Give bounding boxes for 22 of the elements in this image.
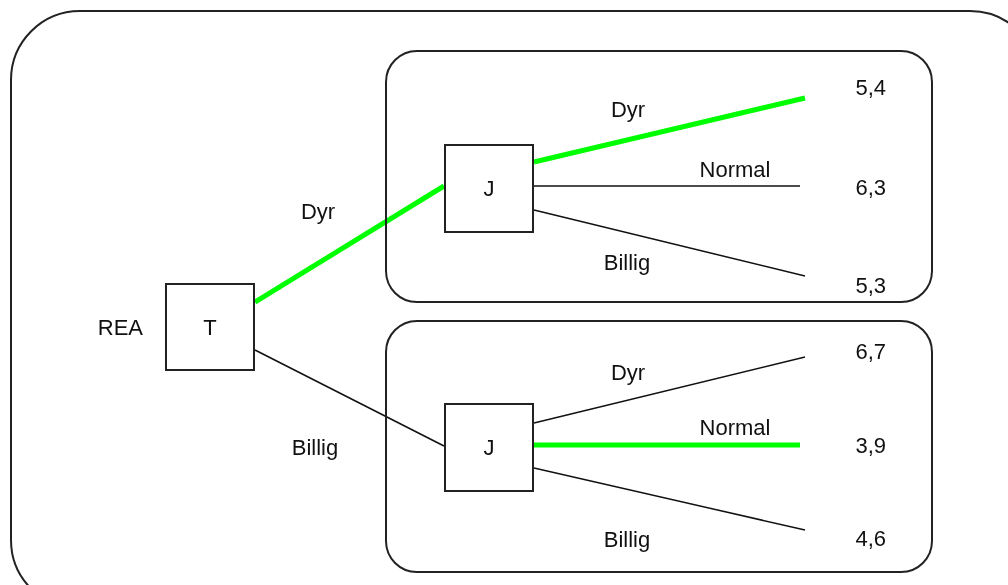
branch-line bbox=[533, 356, 806, 424]
node-text: 6,3 bbox=[855, 173, 886, 202]
branch-line bbox=[533, 185, 801, 187]
decision-square bbox=[444, 144, 534, 233]
node-text: T bbox=[203, 313, 217, 342]
node-text: 6,7 bbox=[855, 337, 886, 366]
branch-line bbox=[533, 467, 806, 531]
node-text: 4,6 bbox=[855, 524, 886, 553]
node-text: J bbox=[483, 175, 495, 203]
branch-line bbox=[533, 95, 806, 165]
node-text: 3,9 bbox=[855, 431, 886, 460]
node-text: 5,4 bbox=[855, 73, 886, 102]
node-caption: REA bbox=[97, 313, 143, 342]
node-text: J bbox=[483, 434, 495, 462]
branch-line bbox=[254, 349, 445, 447]
node-text: 5,3 bbox=[855, 271, 886, 300]
decision-square bbox=[444, 403, 534, 492]
branch-line bbox=[534, 442, 800, 448]
branch-line bbox=[533, 209, 806, 277]
branch-line bbox=[253, 183, 446, 305]
group-frame bbox=[385, 50, 933, 303]
group-frame bbox=[385, 320, 933, 573]
